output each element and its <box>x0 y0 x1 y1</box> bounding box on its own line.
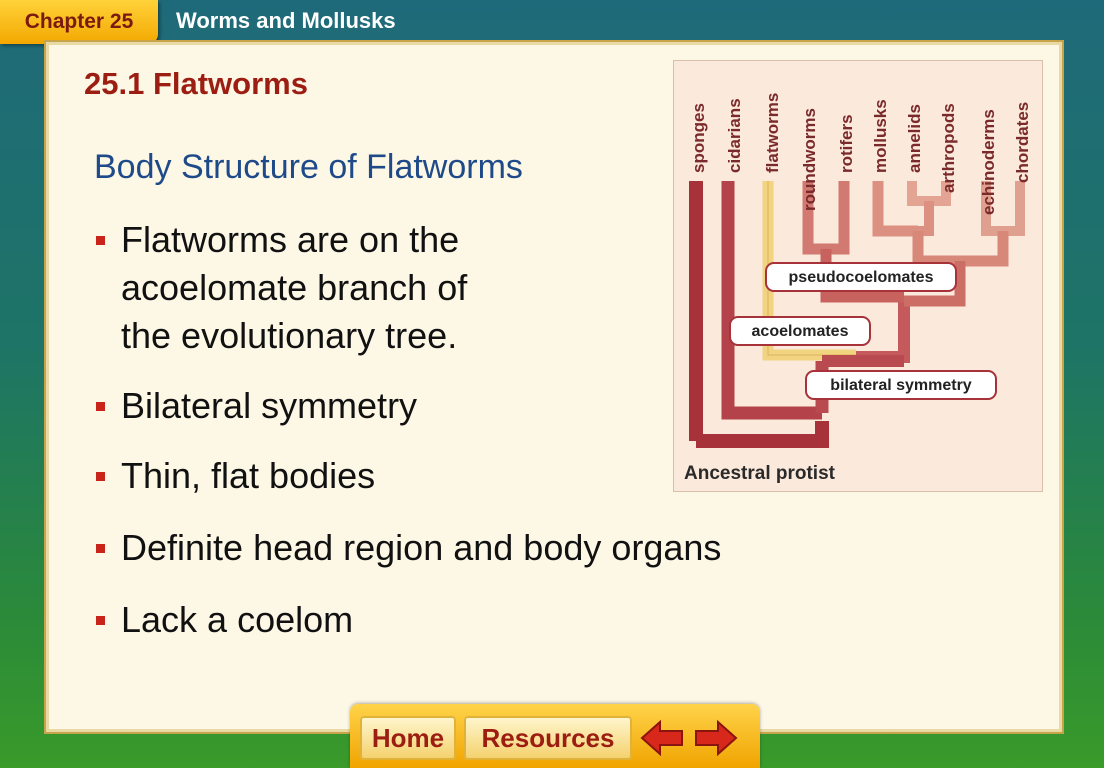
chapter-label: Chapter 25 <box>24 10 134 33</box>
taxon-label: roundworms <box>800 108 819 211</box>
right-arrow-icon[interactable] <box>694 718 738 758</box>
chapter-tab: Chapter 25 <box>0 0 158 44</box>
taxon-label: echinoderms <box>979 109 998 215</box>
taxon-label: mollusks <box>871 99 890 173</box>
evolutionary-tree-svg: sponges cidarians flatworms roundworms r… <box>684 93 1032 484</box>
bullet-square-icon <box>96 616 105 625</box>
bullet-text: Lack a coelom <box>121 599 354 640</box>
acoelomates-label: acoelomates <box>752 323 849 340</box>
branch-coelomate-stem <box>904 261 966 307</box>
resources-button[interactable]: Resources <box>464 716 632 760</box>
root-label: Ancestral protist <box>684 463 836 484</box>
branch-root <box>696 421 829 448</box>
navigation-bar: Home Resources <box>350 704 760 768</box>
bilateral-symmetry-label-box <box>805 370 997 400</box>
branch-cidarians <box>721 181 822 420</box>
pseudocoelomates-label: pseudocoelomates <box>789 269 934 286</box>
bullet-item: Flatworms are on the acoelomate branch o… <box>96 216 467 360</box>
slide-heading: Body Structure of Flatworms <box>94 148 523 186</box>
bullet-text: Thin, flat bodies <box>121 455 376 496</box>
home-button[interactable]: Home <box>360 716 456 760</box>
left-arrow-icon[interactable] <box>640 718 684 758</box>
taxon-label: sponges <box>689 103 708 173</box>
bilateral-symmetry-label: bilateral symmetry <box>830 377 972 394</box>
section-title: 25.1 Flatworms <box>84 66 308 101</box>
taxon-label: cidarians <box>725 98 744 173</box>
taxon-label: arthropods <box>939 103 958 193</box>
evolutionary-tree-diagram: sponges cidarians flatworms roundworms r… <box>673 60 1043 492</box>
chapter-topic: Worms and Mollusks <box>176 8 396 33</box>
bullet-item: Bilateral symmetry <box>96 382 417 430</box>
taxon-label: flatworms <box>763 93 782 173</box>
bullet-item: Definite head region and body organs <box>96 524 721 572</box>
bullet-text: Flatworms are on the acoelomate branch o… <box>121 219 468 356</box>
bullet-item: Thin, flat bodies <box>96 452 375 500</box>
taxon-label: rotifers <box>837 114 856 173</box>
taxon-label: chordates <box>1013 102 1032 183</box>
acoelomates-label-box <box>729 316 871 346</box>
bullet-square-icon <box>96 236 105 245</box>
taxon-label: annelids <box>905 104 924 173</box>
bullet-item: Lack a coelom <box>96 596 353 644</box>
bullet-square-icon <box>96 402 105 411</box>
branch-mollusks <box>872 181 918 237</box>
bullet-square-icon <box>96 472 105 481</box>
bullet-square-icon <box>96 544 105 553</box>
pseudocoelomates-label-box <box>765 262 957 292</box>
bullet-text: Bilateral symmetry <box>121 385 418 426</box>
bullet-text: Definite head region and body organs <box>121 527 722 568</box>
